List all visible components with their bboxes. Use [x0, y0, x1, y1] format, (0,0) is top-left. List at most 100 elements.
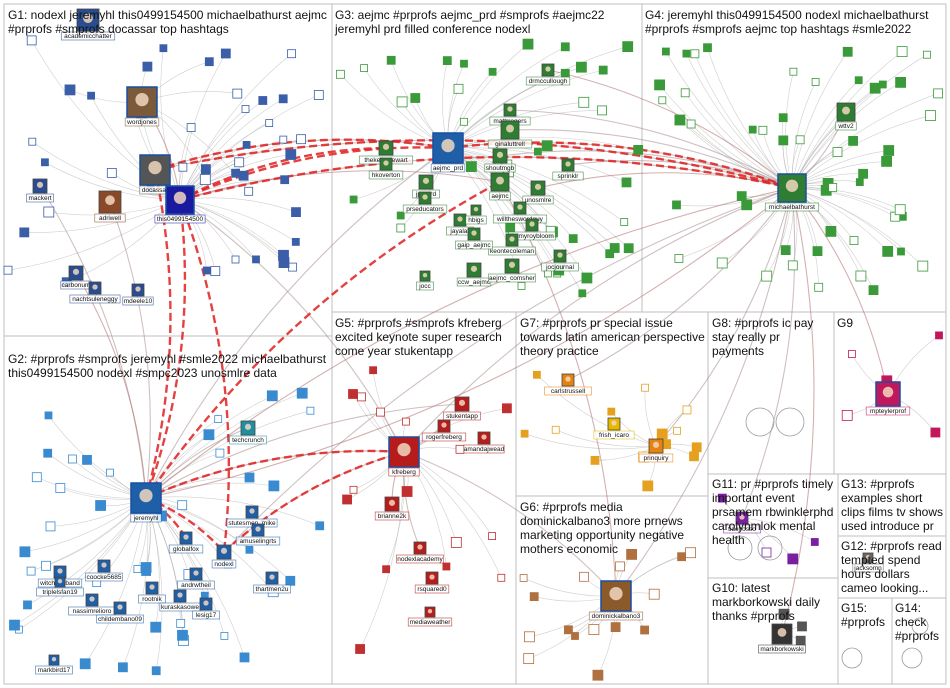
- node-wttv2[interactable]: wttv2: [835, 102, 857, 131]
- edge-strong-jeremyhl-aejmc: [145, 180, 501, 499]
- satellite-node-42: [199, 174, 211, 186]
- node-stukentapp[interactable]: stukentapp: [443, 396, 481, 421]
- node-mdeel10[interactable]: mdeele10: [122, 283, 154, 306]
- node-adriwell[interactable]: adriwell: [94, 190, 126, 223]
- edge-satellite: [665, 51, 793, 189]
- node-sprinklr[interactable]: sprinklr: [552, 158, 584, 181]
- node-ginaluttrell[interactable]: ginaluttrell: [487, 120, 533, 149]
- node-keontecoleman[interactable]: keontecoleman: [488, 233, 536, 256]
- node-jeremyhl[interactable]: jeremyhl: [130, 482, 162, 523]
- node-nachtsuleneggy[interactable]: nachtsuleneggy: [69, 281, 121, 304]
- satellite-node-45: [142, 61, 153, 72]
- node-techcrunch[interactable]: techcrunch: [229, 420, 267, 445]
- node-kfreberg[interactable]: kfreberg: [388, 436, 420, 477]
- node-rootnik[interactable]: rootnik: [138, 581, 166, 604]
- node-tideIrosso[interactable]: tidelrosso: [723, 511, 761, 534]
- node-amuselingrts[interactable]: amuselingrts: [235, 523, 281, 546]
- node-mpteylerprof[interactable]: mpteylerprof: [865, 381, 911, 416]
- node-dominickalbano3[interactable]: dominickalbano3: [588, 580, 644, 621]
- satellite-node-11: [178, 162, 188, 172]
- group-label-g11: G11: pr #prprofs timely important event …: [712, 477, 834, 547]
- node-markbird17[interactable]: markbird17: [35, 654, 73, 675]
- node-avatar-face: [183, 534, 189, 540]
- node-jacksomn[interactable]: jacksomn: [852, 552, 884, 573]
- node-hkoverton[interactable]: hkoverton: [368, 157, 404, 180]
- node-prinquiry[interactable]: prinquiry: [638, 438, 674, 463]
- node-label: aejmc_prd: [433, 165, 464, 172]
- node-michaelbathurst[interactable]: michaelbathurst: [764, 173, 820, 212]
- node-jocc[interactable]: jocc: [416, 270, 434, 291]
- node-rogerfreberg[interactable]: rogerfreberg: [421, 419, 467, 442]
- node-aejmc_prd[interactable]: aejmc_prd: [430, 132, 466, 173]
- node-aejmc[interactable]: aejmc: [489, 172, 511, 201]
- satellite-node-203: [376, 407, 385, 417]
- satellite-node-249: [795, 635, 806, 646]
- node-coocke5685[interactable]: coocke5685: [85, 559, 123, 582]
- node-mediaweather[interactable]: mediaweather: [407, 606, 453, 627]
- node-brianne2k[interactable]: brianne2k: [374, 496, 410, 521]
- satellite-node-110: [654, 79, 665, 91]
- node-prseducators[interactable]: prseducators: [402, 191, 448, 214]
- node-wordjones[interactable]: wordjones: [124, 86, 160, 127]
- node-markborkowski[interactable]: markborkowski: [758, 623, 806, 654]
- node-rsquared0[interactable]: rsquared0: [414, 571, 450, 594]
- node-hbigs[interactable]: hbigs: [465, 204, 487, 225]
- node-thartmen2u[interactable]: thartmen2u: [253, 571, 291, 594]
- node-jocjournal[interactable]: jocjournal: [541, 249, 579, 272]
- node-label: jacksomn: [853, 565, 882, 572]
- node-label-box: [368, 170, 404, 180]
- node-aejmc_comsher[interactable]: aejmc_comsher: [488, 258, 536, 283]
- satellite-node-246: [717, 493, 727, 503]
- node-lesig17[interactable]: lesig17: [192, 597, 220, 620]
- node-stutesmen_mike[interactable]: stutesmen_mike: [226, 505, 278, 528]
- node-label-box: [36, 587, 84, 597]
- node-nassimrelioro[interactable]: nassimrelioro: [68, 593, 116, 616]
- satellite-node-158: [9, 619, 20, 631]
- satellite-node-137: [674, 114, 686, 126]
- satellite-node-72: [396, 96, 408, 108]
- satellite-node-171: [176, 619, 186, 628]
- node-willtheswordguy[interactable]: willtheswordguy: [492, 201, 548, 224]
- node-nodexl[interactable]: nodexl: [211, 544, 237, 569]
- node-jayalar[interactable]: jayalar: [446, 213, 474, 236]
- satellite-node-190: [23, 600, 32, 610]
- node-avatar-face: [458, 399, 466, 406]
- node-ccw_aejmc[interactable]: ccw_aejmc: [456, 262, 492, 287]
- node-gaip_aejmc[interactable]: gaip_aejmc: [455, 227, 493, 250]
- satellite-node-159: [306, 406, 315, 415]
- node-label: kfreberg: [392, 469, 416, 476]
- node-globalfox[interactable]: globalfox: [168, 531, 204, 554]
- node-amandajwead[interactable]: amandajwead: [463, 431, 505, 454]
- node-carlstrussell[interactable]: carlstrussell: [544, 373, 592, 396]
- node-andrwtheil[interactable]: andrwtheil: [177, 567, 215, 590]
- node-label-box: [544, 386, 592, 396]
- node-docassar[interactable]: docassar: [139, 154, 171, 195]
- node-kuraskasowe[interactable]: kuraskasowe: [159, 589, 201, 612]
- node-unosmlre[interactable]: unosmlre: [522, 180, 554, 205]
- node-frish_icaro[interactable]: frish_icaro: [593, 417, 635, 440]
- edge-cross-nodexl-michaelbathurst: [223, 187, 793, 553]
- node-nodexlacademy[interactable]: nodexlacademy: [396, 541, 444, 564]
- satellite-node-8: [265, 119, 274, 127]
- satellite-node-92: [855, 270, 867, 282]
- node-avatar-face: [36, 181, 44, 188]
- node-mackert[interactable]: mackert: [26, 178, 54, 203]
- node-childembano09[interactable]: childembano09: [96, 601, 144, 624]
- satellite-node-22: [313, 90, 324, 100]
- satellite-node-99: [780, 245, 791, 256]
- node-shoutmgb[interactable]: shoutmgb: [484, 148, 516, 173]
- node-drmccullough[interactable]: drmccullough: [525, 63, 571, 86]
- node-avatar-face: [101, 562, 107, 568]
- satellite-node-91: [883, 145, 895, 156]
- satellite-node-59: [488, 67, 497, 76]
- node-triplelsfan19[interactable]: triplelsfan19: [36, 576, 84, 597]
- satellite-node-10: [231, 255, 240, 264]
- edge-cross-mattrrogers-michaelbathurst: [509, 109, 793, 189]
- node-academicchatter[interactable]: academicchatter: [60, 8, 116, 41]
- group-label-g14: G14: check #prprofs: [895, 601, 940, 643]
- node-this0499154500[interactable]: this0499154500: [154, 185, 206, 224]
- satellite-node-97: [686, 119, 696, 129]
- node-label: kuraskasowe: [161, 604, 199, 611]
- node-carbonum[interactable]: carbonum: [60, 265, 92, 290]
- node-label-box: [421, 432, 467, 442]
